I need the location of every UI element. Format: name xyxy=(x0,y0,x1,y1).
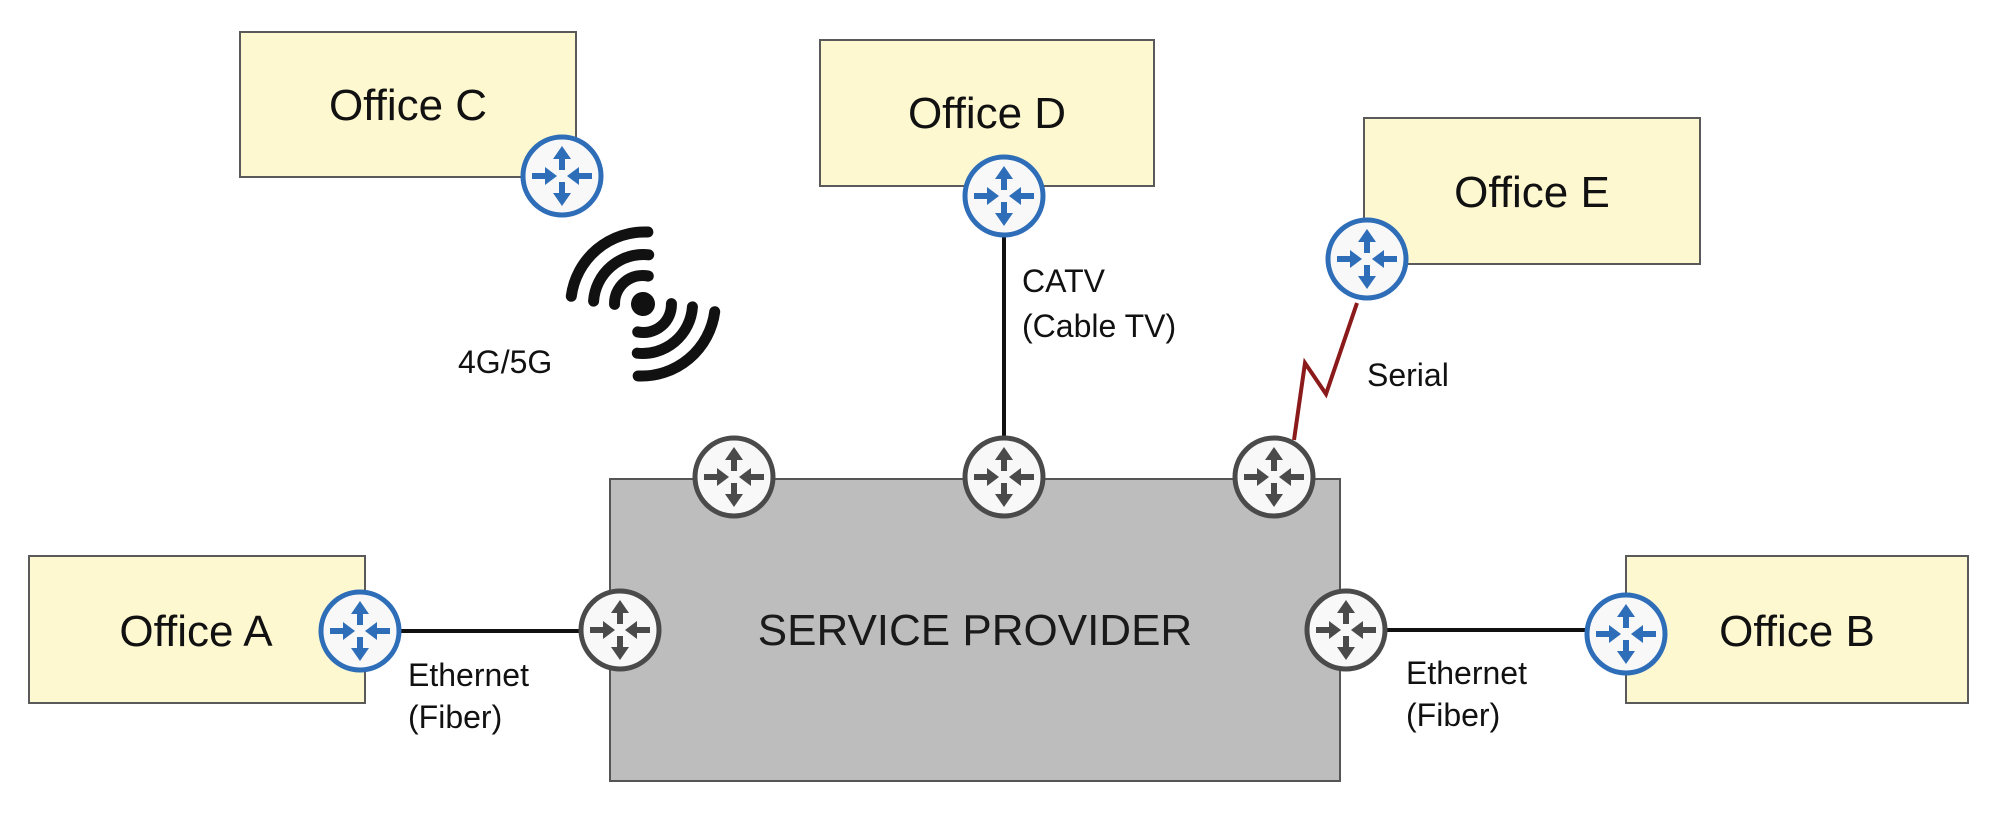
router-office-e xyxy=(1325,217,1409,301)
link-d-label-line1: CATV xyxy=(1022,263,1106,299)
router-icon xyxy=(318,589,402,673)
wireless-signal-icon xyxy=(565,226,721,382)
router-icon xyxy=(1325,217,1409,301)
office-c-label: Office C xyxy=(329,81,487,130)
link-office-e-serial xyxy=(1292,302,1359,441)
office-b-label: Office B xyxy=(1719,607,1875,656)
office-d: Office D xyxy=(819,39,1155,187)
link-a-label-line1: Ethernet xyxy=(408,657,529,693)
router-provider-c xyxy=(692,435,776,519)
router-provider-b xyxy=(1304,588,1388,672)
service-provider-cloud xyxy=(609,478,1341,782)
link-b-label-line1: Ethernet xyxy=(1406,655,1527,691)
link-c-label: 4G/5G xyxy=(458,344,552,380)
router-office-d xyxy=(962,154,1046,238)
router-icon xyxy=(692,435,776,519)
office-d-label: Office D xyxy=(908,89,1066,138)
office-b: Office B xyxy=(1625,555,1969,704)
router-icon xyxy=(578,588,662,672)
service-provider-label: SERVICE PROVIDER xyxy=(758,606,1192,655)
router-office-a xyxy=(318,589,402,673)
office-a-label: Office A xyxy=(119,607,273,656)
router-icon xyxy=(1232,435,1316,519)
link-b-label-line2: (Fiber) xyxy=(1406,697,1500,733)
router-provider-a xyxy=(578,588,662,672)
office-a: Office A xyxy=(28,555,366,704)
router-provider-e xyxy=(1232,435,1316,519)
router-provider-d xyxy=(962,435,1046,519)
router-icon xyxy=(962,154,1046,238)
router-icon xyxy=(962,435,1046,519)
office-c: Office C xyxy=(239,31,577,178)
router-icon xyxy=(1584,592,1668,676)
router-office-c xyxy=(520,134,604,218)
office-e-label: Office E xyxy=(1454,168,1610,217)
link-a-label-line2: (Fiber) xyxy=(408,699,502,735)
office-e: Office E xyxy=(1363,117,1701,265)
link-e-label: Serial xyxy=(1367,357,1449,393)
router-office-b xyxy=(1584,592,1668,676)
router-icon xyxy=(520,134,604,218)
router-icon xyxy=(1304,588,1388,672)
link-d-label-line2: (Cable TV) xyxy=(1022,308,1176,344)
